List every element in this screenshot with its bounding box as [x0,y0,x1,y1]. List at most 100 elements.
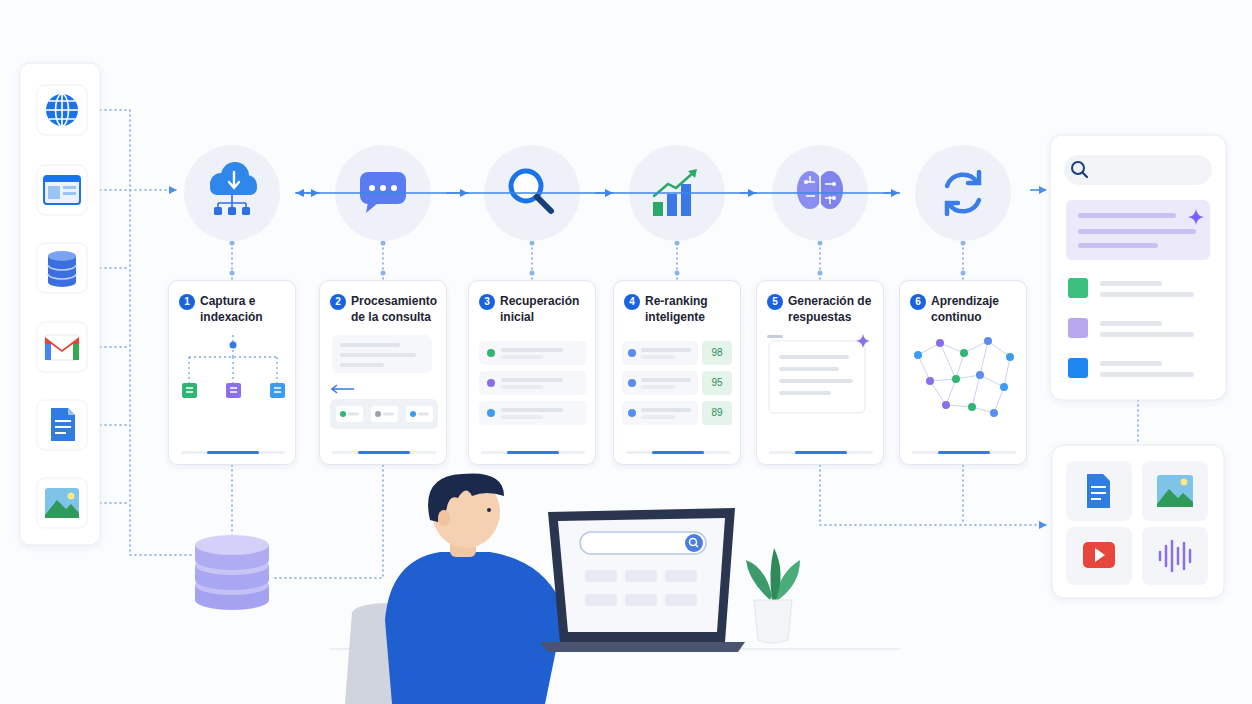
mini-shape [340,411,346,417]
wire-dot [381,271,386,276]
laptop [690,539,697,546]
result-panel [1068,358,1088,378]
mini-group [182,335,285,398]
globe-icon [46,94,78,126]
mini-shape [779,367,839,371]
document-icon [68,408,75,415]
step-title: Captura e indexación [200,294,289,325]
plant [746,548,800,643]
stage-card: 6Aprendizaje continuo [899,280,1027,465]
mini-shape [956,353,964,379]
result-panel [1078,213,1176,218]
chat-icon [360,172,406,204]
mini-shape [628,409,636,417]
result-panel [1066,200,1210,260]
stage-circle [184,145,280,241]
mail-icon [45,335,79,360]
mini-shape [1004,357,1010,387]
mini-shape [641,355,675,359]
refresh-icon [947,203,958,214]
wire-dot [675,241,680,246]
mail-icon [45,335,79,360]
mini-shape [938,451,990,454]
mini-shape [501,348,563,352]
plant [746,560,772,600]
media-panel [1087,474,1110,508]
mini-shape [641,378,691,382]
chat-icon [391,185,397,191]
step-title: Generación de respuestas [788,294,877,325]
mini-shape [628,349,636,357]
step-title: Re-ranking inteligente [645,294,734,325]
mini-shape [942,401,950,409]
cloud-icon [229,172,239,188]
mini-shape [984,337,992,345]
result-panel [1078,229,1196,234]
browser-icon [63,192,76,195]
mini-shape [406,406,433,422]
mini-shape [479,371,587,395]
result-panel [1100,292,1194,297]
mini-shape [779,355,849,359]
mini-shape [795,451,847,454]
mini-shape [274,388,281,392]
laptop [696,545,699,548]
mini-shape [960,349,968,357]
result-panel [1100,372,1194,377]
cloud-icon [242,207,250,215]
mini-group [914,337,1014,417]
browser-icon [63,186,76,189]
stage-column: 1Captura e indexación [168,143,296,465]
wire-dot [230,271,235,276]
result-panel [1100,281,1194,377]
media-panel [1142,527,1208,585]
result-panel [1064,155,1212,185]
result-panel [1050,135,1226,400]
mini-shape [779,391,831,395]
browser-icon [44,176,80,204]
mini-shape [856,334,870,348]
mini-shape [332,335,432,373]
laptop [540,642,745,652]
mini-shape [340,363,384,367]
step-title: Recuperación inicial [500,294,589,325]
mini-shape [964,341,988,353]
mini-shape [207,451,259,454]
flow-arrow [296,192,899,194]
globe-icon [46,109,78,111]
mini-shape [980,375,1004,387]
image-icon [45,488,79,518]
media-panel [1095,548,1105,562]
media-panel [1160,541,1190,571]
result-panel [1083,173,1088,178]
database-icon [48,251,76,287]
media-panel [1052,445,1224,598]
mini-shape [501,385,543,389]
mail-icon [73,344,79,360]
cloud-icon [218,195,246,207]
stage-card: 2Procesamiento de la consulta [319,280,447,465]
mini-shape [990,409,998,417]
document-icon [51,408,75,441]
mini-shape [641,415,675,419]
mini-shape [332,451,436,454]
result-panel [1050,135,1226,400]
media-panel [1091,487,1106,499]
mini-shape [702,401,732,425]
media-panel [1181,479,1188,486]
person [487,508,491,512]
wire-dot [818,241,823,246]
laptop [665,570,697,582]
mini-shape [767,335,783,338]
score-label: 98 [702,341,732,365]
laptop [540,508,745,652]
brain-icon [804,180,808,184]
wire-dot [230,241,235,246]
mini-shape [330,399,438,429]
mini-shape [1000,383,1008,391]
mini-shape [980,341,988,375]
laptop [580,532,706,554]
laptop [558,518,725,632]
stage-card: 4Re-ranking inteligente989589 [613,280,741,465]
